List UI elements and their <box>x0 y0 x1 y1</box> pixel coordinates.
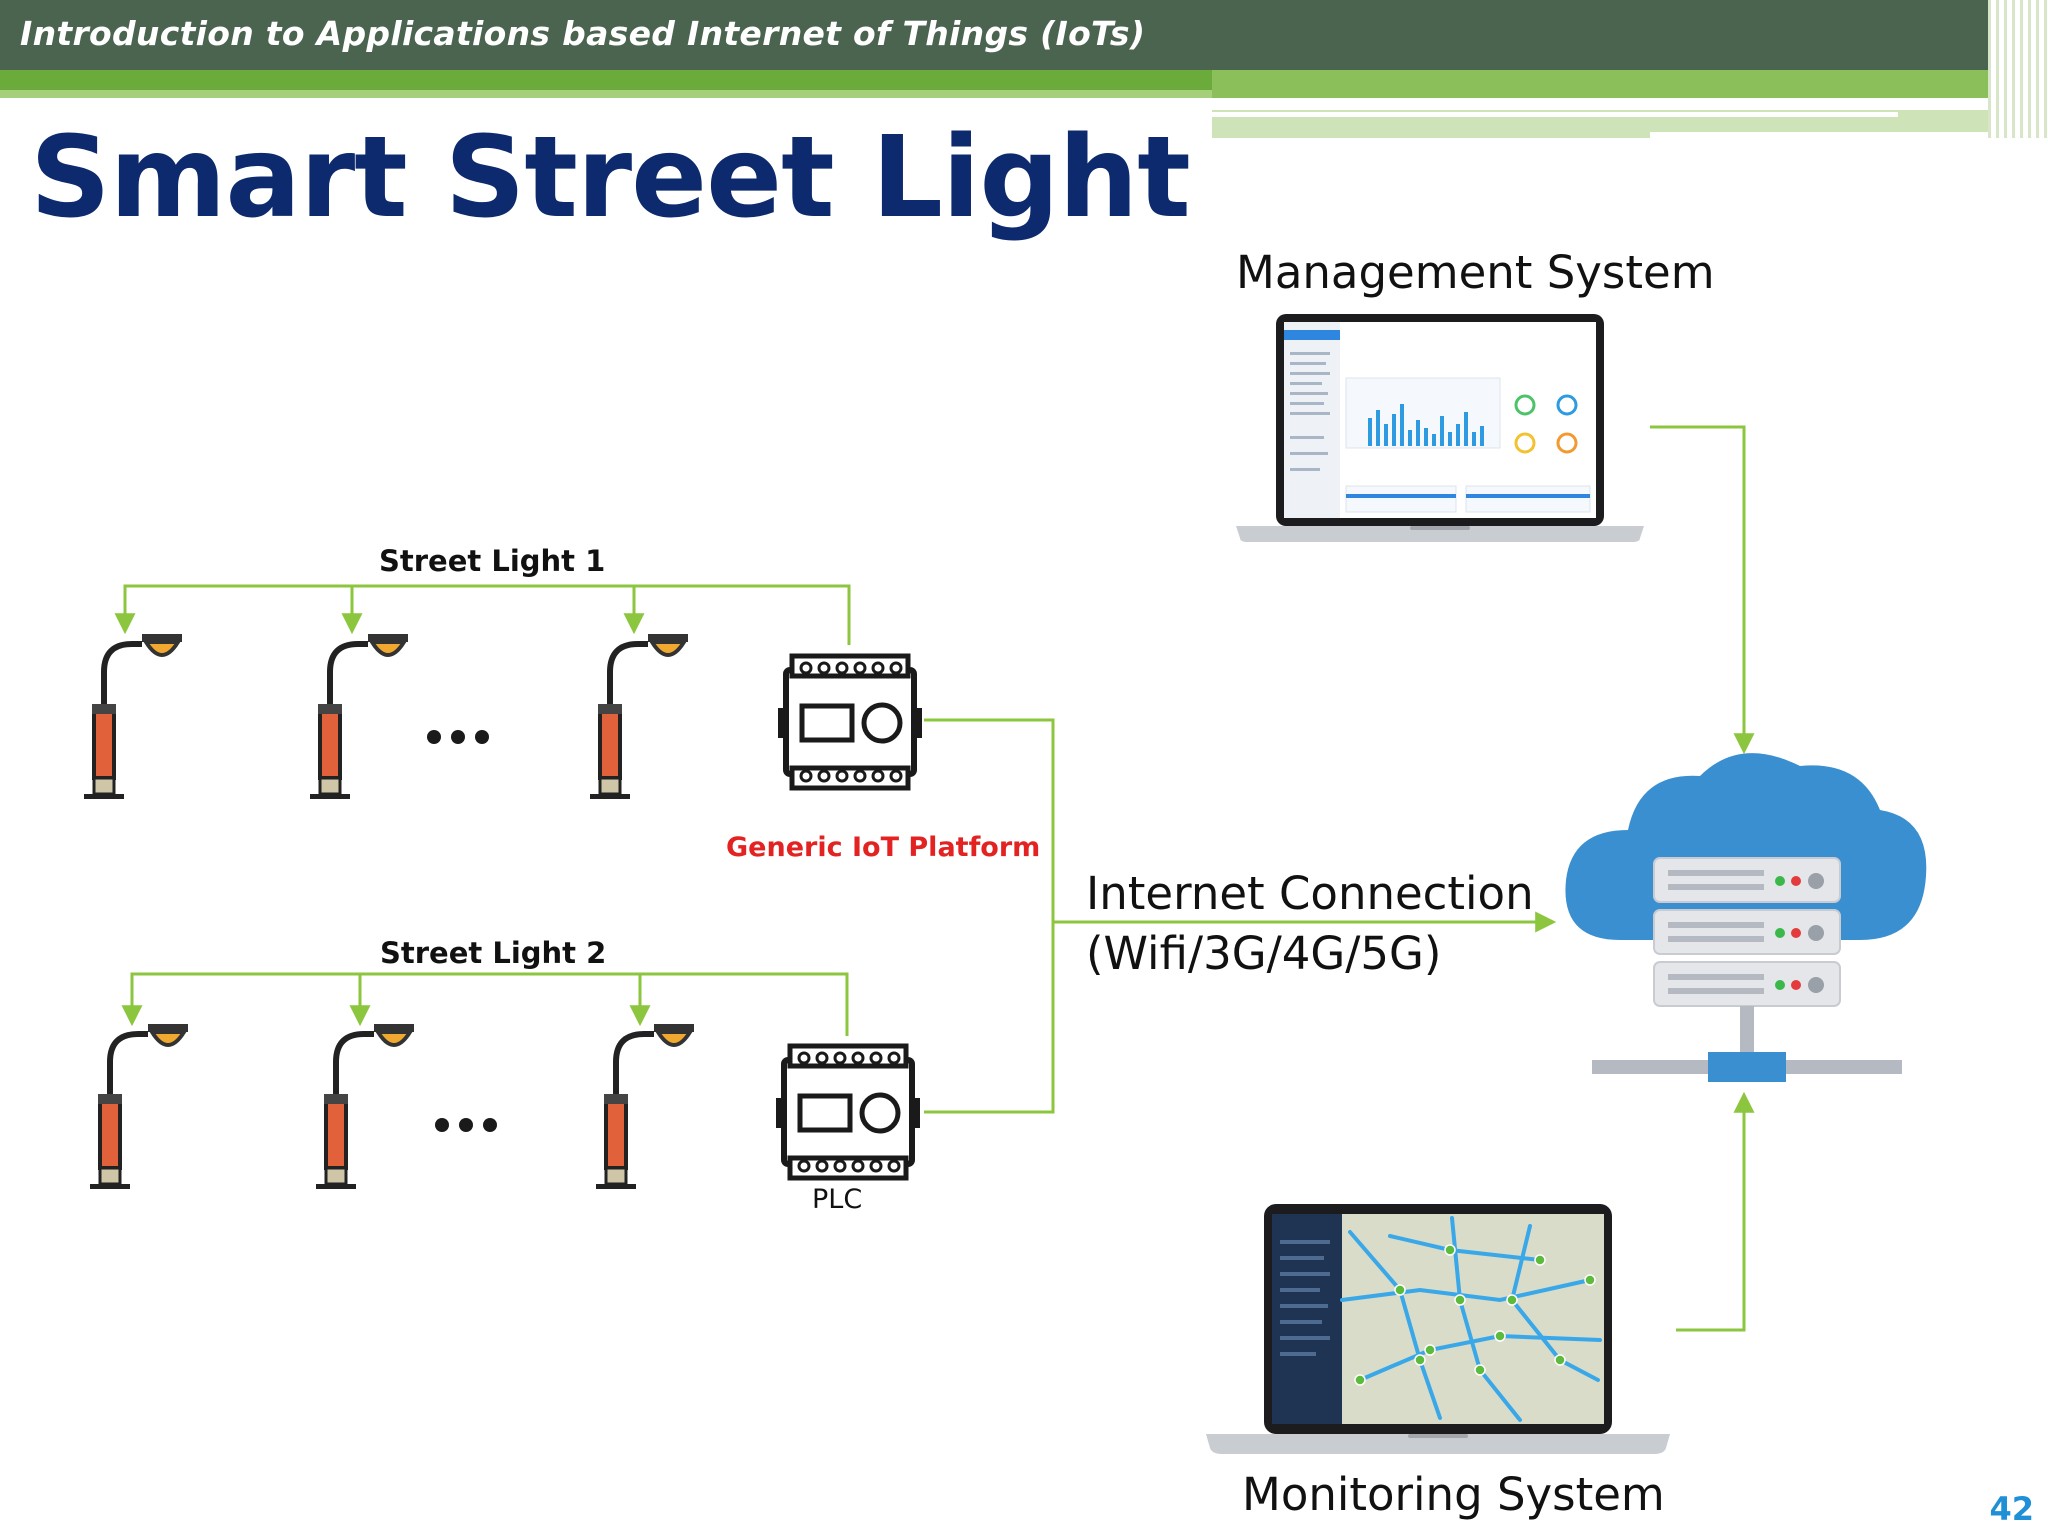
course-title: Introduction to Applications based Inter… <box>20 14 1146 53</box>
street-lamp-icon <box>316 1024 414 1189</box>
street-lamp-icon <box>310 634 408 799</box>
page-title: Smart Street Light <box>30 113 1191 243</box>
plc-label: PLC <box>812 1184 863 1215</box>
header-bar <box>0 0 2048 70</box>
street-light-2-label: Street Light 2 <box>380 936 607 970</box>
street-lamp-icon <box>596 1024 694 1189</box>
generic-iot-platform-label: Generic IoT Platform <box>726 832 1041 863</box>
laptop-dashboard-icon <box>1236 314 1644 542</box>
ellipsis-row-1 <box>427 730 489 744</box>
street-lamp-icon <box>590 634 688 799</box>
plc-module-icon <box>778 656 922 788</box>
street-lamp-icon <box>90 1024 188 1189</box>
street-lamp-icon <box>84 634 182 799</box>
management-system-label: Management System <box>1236 246 1715 299</box>
laptop-map-icon <box>1206 1204 1670 1454</box>
header-stripe-right-3 <box>1212 112 1898 117</box>
header-stripe-right <box>1212 70 2002 98</box>
internet-connection-line1: Internet Connection <box>1086 867 1534 920</box>
corner-lines <box>1988 0 2048 138</box>
header-stripe-light <box>0 90 1212 98</box>
internet-connection-line2: (Wifi/3G/4G/5G) <box>1086 927 1442 980</box>
internet-connectors <box>924 425 1755 1332</box>
cloud-server-icon <box>1565 753 1927 1082</box>
plc-module-icon <box>776 1046 920 1178</box>
internet-connection-label: Internet Connection (Wifi/3G/4G/5G) <box>1086 864 1534 984</box>
street-light-2-connectors <box>121 972 849 1036</box>
header-stripe-dark <box>0 70 1212 90</box>
header-stripe-right-4 <box>1650 132 2002 138</box>
monitoring-system-label: Monitoring System <box>1242 1468 1665 1521</box>
page-number: 42 <box>1989 1490 2034 1528</box>
street-light-1-connectors <box>114 584 851 645</box>
ellipsis-row-2 <box>435 1118 497 1132</box>
street-light-1-label: Street Light 1 <box>379 544 606 578</box>
